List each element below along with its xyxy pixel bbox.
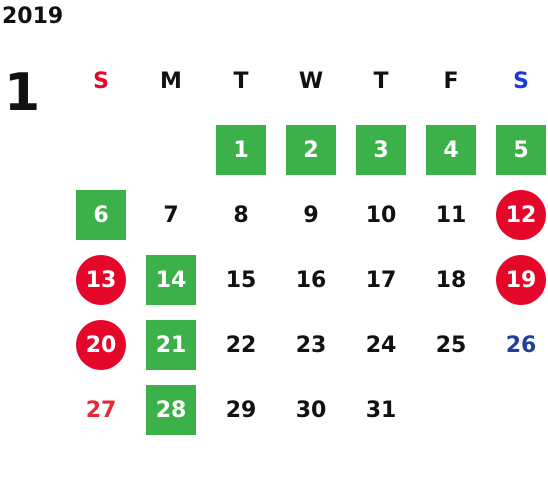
day-cell[interactable]: 31 bbox=[365, 397, 397, 423]
weekday-header: T bbox=[233, 68, 249, 94]
weekday-header: T bbox=[373, 68, 389, 94]
day-cell[interactable]: 20 bbox=[76, 320, 126, 370]
day-cell[interactable]: 29 bbox=[225, 397, 257, 423]
day-cell[interactable]: 15 bbox=[225, 267, 257, 293]
day-cell[interactable]: 22 bbox=[225, 332, 257, 358]
day-cell[interactable]: 10 bbox=[365, 202, 397, 228]
day-cell[interactable]: 8 bbox=[233, 202, 249, 228]
day-cell[interactable]: 3 bbox=[356, 125, 406, 175]
day-cell[interactable]: 25 bbox=[435, 332, 467, 358]
day-cell[interactable]: 6 bbox=[76, 190, 126, 240]
day-cell[interactable]: 12 bbox=[496, 190, 546, 240]
day-cell[interactable]: 19 bbox=[496, 255, 546, 305]
weekday-header: S bbox=[513, 68, 529, 94]
day-cell[interactable]: 2 bbox=[286, 125, 336, 175]
day-cell[interactable]: 26 bbox=[505, 332, 537, 358]
weekday-header: F bbox=[443, 68, 459, 94]
day-cell[interactable]: 9 bbox=[303, 202, 319, 228]
day-cell[interactable]: 30 bbox=[295, 397, 327, 423]
day-cell[interactable]: 13 bbox=[76, 255, 126, 305]
day-cell[interactable]: 24 bbox=[365, 332, 397, 358]
weekday-header: M bbox=[160, 68, 182, 94]
day-cell[interactable]: 14 bbox=[146, 255, 196, 305]
year-label: 2019 bbox=[2, 4, 64, 29]
day-cell[interactable]: 17 bbox=[365, 267, 397, 293]
day-cell[interactable]: 4 bbox=[426, 125, 476, 175]
day-cell[interactable]: 16 bbox=[295, 267, 327, 293]
day-cell[interactable]: 23 bbox=[295, 332, 327, 358]
day-cell[interactable]: 7 bbox=[163, 202, 179, 228]
day-cell[interactable]: 1 bbox=[216, 125, 266, 175]
weekday-header: W bbox=[298, 68, 324, 94]
day-cell[interactable]: 5 bbox=[496, 125, 546, 175]
day-cell[interactable]: 27 bbox=[85, 397, 117, 423]
day-cell[interactable]: 21 bbox=[146, 320, 196, 370]
month-label: 1 bbox=[4, 63, 41, 123]
day-cell[interactable]: 11 bbox=[435, 202, 467, 228]
day-cell[interactable]: 28 bbox=[146, 385, 196, 435]
day-cell[interactable]: 18 bbox=[435, 267, 467, 293]
weekday-header: S bbox=[93, 68, 109, 94]
